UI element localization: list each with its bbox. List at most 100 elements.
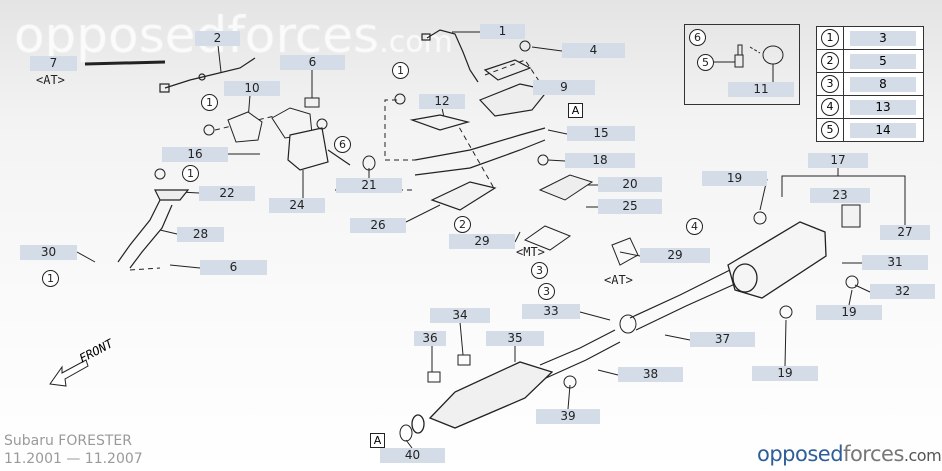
ref-circle-3: 3 [531, 262, 548, 279]
bolts-34-36 [427, 354, 471, 383]
bracket-at [611, 237, 639, 266]
part-label-2[interactable]: 2 [195, 31, 240, 46]
part-label-25[interactable]: 25 [598, 199, 662, 214]
part-label-37[interactable]: 37 [690, 332, 755, 347]
inset-clamp-detail: 6 5 11 [684, 24, 800, 105]
part-label-40[interactable]: 40 [380, 448, 445, 463]
gasket-21 [362, 155, 376, 171]
part-label-33[interactable]: 33 [522, 304, 580, 319]
part-label-19-upper[interactable]: 19 [702, 171, 767, 186]
manifold-10 [227, 107, 313, 143]
logo-part-3: .com [903, 446, 942, 465]
vehicle-years: 11.2001 — 11.2007 [4, 451, 143, 467]
legend-part[interactable]: 14 [850, 122, 916, 138]
bracket-mt [523, 225, 572, 251]
front-catalyst-9 [478, 59, 550, 117]
gasket-40 [399, 424, 413, 442]
inset-ref-circle: 6 [689, 29, 706, 46]
bolt-6-top [304, 97, 320, 108]
nut-callouts [154, 40, 549, 180]
part-label-32[interactable]: 32 [870, 284, 935, 299]
vehicle-model: Subaru FORESTER [4, 433, 132, 449]
part-label-12[interactable]: 12 [419, 94, 465, 109]
inset-sub-circle: 5 [697, 54, 714, 71]
part-label-6[interactable]: 6 [280, 55, 345, 70]
legend-symbol: 3 [821, 75, 839, 93]
hanger-19 [563, 211, 859, 389]
ref-circle-1: 1 [182, 165, 199, 182]
part-label-19-right[interactable]: 19 [816, 305, 882, 320]
part-label-29-mt[interactable]: 29 [449, 234, 515, 249]
part-label-18[interactable]: 18 [565, 153, 635, 168]
part-label-21[interactable]: 21 [336, 178, 402, 193]
part-label-26[interactable]: 26 [350, 218, 406, 233]
center-pipe [539, 269, 736, 379]
part-label-30[interactable]: 30 [20, 245, 77, 260]
ref-circle-6: 6 [334, 136, 351, 153]
part-label-34[interactable]: 34 [430, 308, 490, 323]
legend-row: 5 14 [817, 119, 923, 141]
variant-note-mt: <MT> [516, 245, 545, 259]
part-label-7[interactable]: 7 [30, 56, 77, 71]
vehicle-info: Subaru FORESTER 11.2001 — 11.2007 [4, 432, 143, 468]
legend-symbol: 2 [821, 52, 839, 70]
heat-shield-20 [538, 174, 594, 201]
part-label-1[interactable]: 1 [480, 24, 525, 39]
logo-part-1: opposed [757, 442, 844, 466]
legend-part[interactable]: 13 [850, 99, 916, 115]
part-label-29-at[interactable]: 29 [640, 248, 710, 263]
part-label-20[interactable]: 20 [598, 177, 662, 192]
part-label-17[interactable]: 17 [808, 153, 868, 168]
legend-part[interactable]: 5 [850, 53, 916, 69]
o2-sensor-1 [421, 29, 479, 83]
legend-part[interactable]: 8 [850, 76, 916, 92]
rear-muffler [727, 221, 827, 299]
part-label-39[interactable]: 39 [536, 409, 600, 424]
part-label-35[interactable]: 35 [486, 331, 544, 346]
part-label-27[interactable]: 27 [880, 225, 930, 240]
ref-circle-4: 4 [686, 218, 703, 235]
part-label-11[interactable]: 11 [728, 82, 794, 97]
front-pipe-center [409, 114, 546, 211]
part-label-6-lower[interactable]: 6 [200, 260, 267, 275]
part-label-4[interactable]: 4 [562, 43, 625, 58]
part-label-9[interactable]: 9 [533, 80, 595, 95]
legend-symbol: 1 [821, 29, 839, 47]
ref-circle-1: 1 [42, 270, 59, 287]
catalytic-converter-35 [411, 361, 554, 434]
legend-symbol: 5 [821, 121, 839, 139]
front-arrow-icon [49, 359, 89, 387]
ref-circle-1: 1 [201, 94, 218, 111]
section-marker-a: A [568, 103, 583, 118]
front-pipe-28 [117, 189, 190, 269]
part-label-10[interactable]: 10 [224, 81, 280, 96]
part-label-19-lower[interactable]: 19 [752, 366, 818, 381]
part-label-16[interactable]: 16 [162, 147, 228, 162]
part-label-23[interactable]: 23 [810, 188, 870, 203]
clamp-icon [714, 44, 784, 83]
ref-circle-2: 2 [454, 216, 471, 233]
part-label-38[interactable]: 38 [618, 367, 683, 382]
part-label-31[interactable]: 31 [862, 255, 928, 270]
part-label-28[interactable]: 28 [177, 227, 224, 242]
logo-part-2: forces [843, 442, 904, 466]
part-label-24[interactable]: 24 [269, 198, 325, 213]
rod-7 [84, 60, 166, 66]
legend-symbol: 4 [821, 98, 839, 116]
gasket-33 [619, 314, 637, 334]
section-marker-a: A [370, 433, 385, 448]
o2-sensor-2 [159, 57, 256, 93]
part-label-36[interactable]: 36 [414, 331, 446, 346]
part-label-22[interactable]: 22 [199, 186, 255, 201]
variant-note-at: <AT> [36, 73, 65, 87]
watermark [0, 0, 942, 120]
site-logo[interactable]: opposedforces.com [757, 442, 942, 466]
legend-part[interactable]: 3 [850, 30, 916, 46]
variant-note-at-rear: <AT> [604, 273, 633, 287]
tail-pipe-23 [841, 204, 861, 228]
legend-row: 4 13 [817, 96, 923, 119]
part-label-15[interactable]: 15 [567, 126, 635, 141]
